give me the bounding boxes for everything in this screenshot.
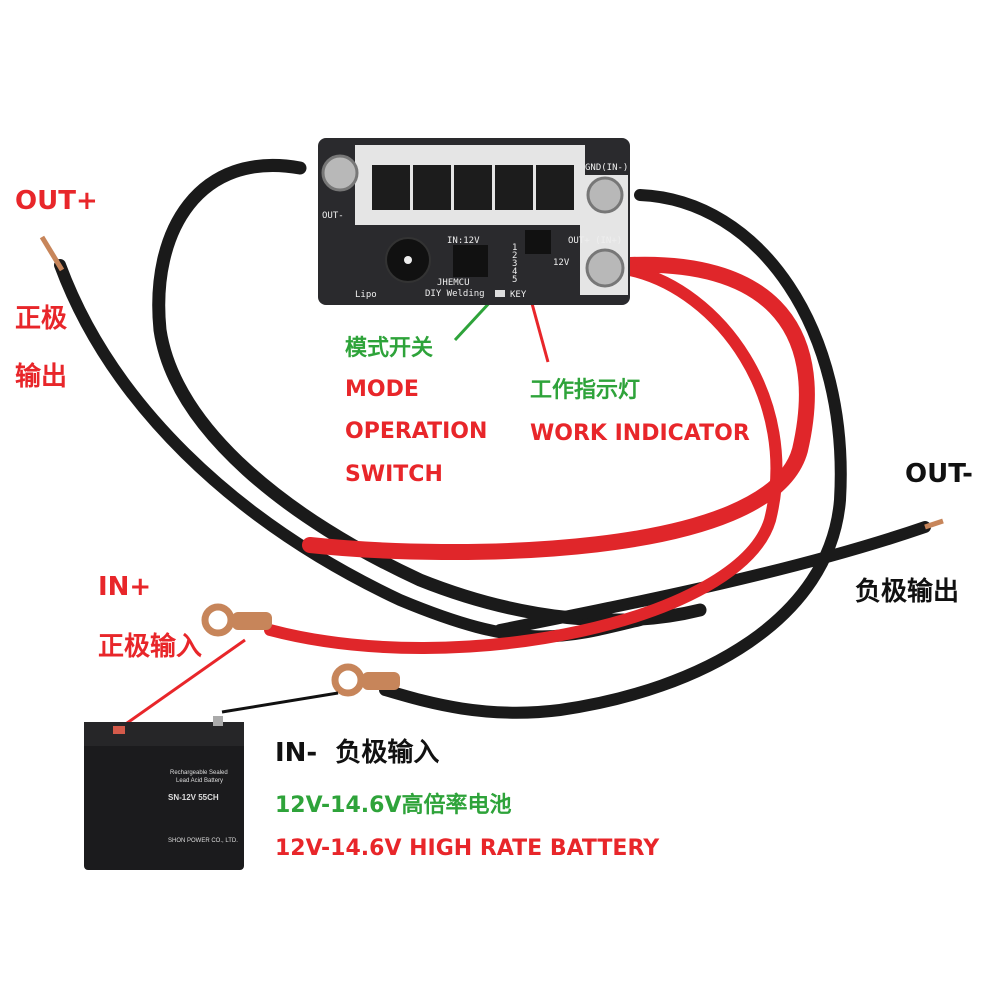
label-in-plus: IN+ bbox=[98, 572, 152, 602]
pointer-in-minus bbox=[221, 691, 339, 714]
label-work-cn: 工作指示灯 bbox=[530, 378, 641, 403]
board-gnd-text: GND(IN-) bbox=[585, 163, 628, 173]
label-battery-en: 12V-14.6V HIGH RATE BATTERY bbox=[275, 836, 660, 861]
label-in-minus: IN- 负极输入 bbox=[275, 738, 440, 768]
board-out-minus-text: OUT- bbox=[322, 211, 344, 221]
label-work-en: WORK INDICATOR bbox=[530, 421, 750, 446]
battery-maker: SHON POWER CO., LTD. bbox=[168, 838, 238, 844]
board-brand-text: JHEMCU bbox=[437, 278, 470, 288]
copper-tip-out-minus bbox=[924, 518, 944, 530]
board-input-text: IN:12V bbox=[447, 236, 480, 246]
label-out-plus-cn-1: 正极 bbox=[15, 304, 68, 334]
red-cable-in-plus bbox=[264, 264, 783, 654]
battery-model: SN-12V 55CH bbox=[168, 793, 219, 802]
board-diy-text: DIY Welding bbox=[425, 289, 485, 299]
label-in-plus-cn: 正极输入 bbox=[98, 632, 203, 662]
label-battery-cn: 12V-14.6V高倍率电池 bbox=[275, 793, 512, 818]
led-4: 4 bbox=[512, 267, 517, 277]
led-3: 3 bbox=[512, 259, 517, 269]
ring-terminal-in-plus bbox=[201, 603, 272, 637]
label-out-plus-cn-2: 输出 bbox=[15, 362, 68, 392]
led-1: 1 bbox=[512, 243, 517, 253]
red-cable-out-plus bbox=[302, 256, 815, 560]
label-mode-cn: 模式开关 bbox=[345, 336, 434, 361]
label-out-minus-cn: 负极输出 bbox=[855, 577, 960, 607]
label-mode-en-3: SWITCH bbox=[345, 462, 443, 487]
board-12v-text: 12V bbox=[553, 258, 570, 268]
pointer-mode-switch bbox=[453, 298, 494, 342]
ring-terminal-in-minus bbox=[331, 663, 400, 697]
label-mode-en-2: OPERATION bbox=[345, 419, 488, 444]
led-5: 5 bbox=[512, 275, 517, 285]
board-lipo-text: Lipo bbox=[355, 290, 377, 300]
spot-welder-board: OUT- GND(IN-) OUT+ (IN+) IN:12V JHEMCU D… bbox=[318, 138, 630, 305]
copper-tip-out-plus bbox=[39, 235, 65, 272]
battery: Rechargeable Sealed Lead Acid Battery SN… bbox=[84, 716, 244, 870]
pointer-in-plus bbox=[119, 638, 246, 730]
label-mode-en-1: MODE bbox=[345, 377, 419, 402]
board-out-plus-text: OUT+ (IN+) bbox=[568, 236, 622, 246]
battery-line1: Rechargeable Sealed bbox=[170, 770, 228, 776]
board-key-text: KEY bbox=[510, 290, 527, 300]
black-cable-gnd bbox=[379, 189, 847, 719]
led-2: 2 bbox=[512, 251, 517, 261]
label-out-plus: OUT+ bbox=[15, 186, 98, 216]
label-out-minus: OUT- bbox=[905, 459, 973, 489]
battery-line2: Lead Acid Battery bbox=[176, 778, 223, 784]
